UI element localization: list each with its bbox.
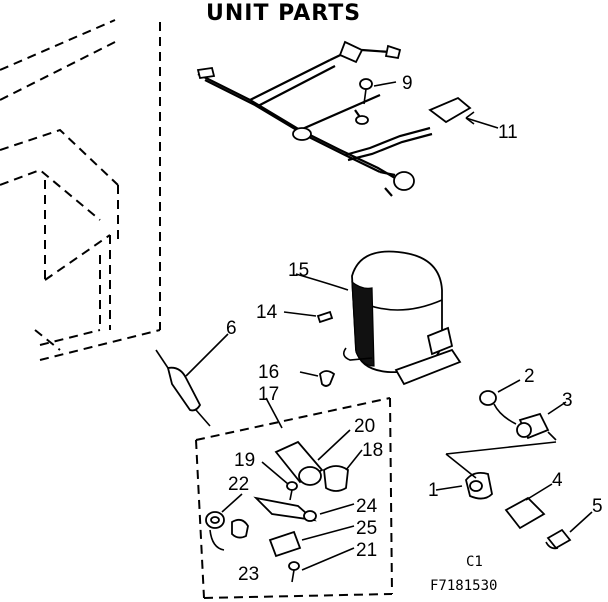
- label-9: 9: [402, 73, 413, 94]
- label-22: 22: [228, 474, 249, 495]
- label-1: 1: [428, 480, 439, 501]
- relay-part-20: [274, 429, 351, 486]
- kit-box-17: [195, 397, 393, 599]
- drawing-number: F7181530: [430, 578, 497, 594]
- label-16: 16: [258, 362, 279, 383]
- part-6-drier: [155, 333, 229, 427]
- label-20: 20: [354, 416, 375, 437]
- label-23: 23: [238, 564, 259, 585]
- label-6: 6: [226, 318, 237, 339]
- label-18: 18: [362, 440, 383, 461]
- wiring-harness: [196, 40, 472, 197]
- label-4: 4: [552, 470, 563, 491]
- part-16-grommet: [299, 370, 336, 387]
- leader-11: [465, 117, 499, 129]
- label-2: 2: [524, 366, 535, 387]
- arrow-11-icon: [465, 111, 475, 125]
- label-3: 3: [562, 390, 573, 411]
- part-23-terminal: [209, 518, 249, 551]
- label-21: 21: [356, 540, 377, 561]
- label-5: 5: [592, 496, 603, 517]
- label-19: 19: [234, 450, 255, 471]
- part-18-cover: [323, 449, 363, 492]
- compressor-part-15: [295, 250, 462, 386]
- part-2-cap: [479, 379, 521, 406]
- part-24-bracket: [253, 496, 355, 522]
- part-3-connector: [493, 401, 567, 441]
- part-1-overload: [435, 441, 557, 500]
- label-15: 15: [288, 260, 309, 281]
- label-24: 24: [356, 496, 378, 517]
- part-4-cover: [504, 483, 553, 530]
- label-25: 25: [356, 518, 377, 539]
- part-22-washer: [205, 493, 243, 529]
- part-25-insulator: [268, 525, 355, 558]
- label-17: 17: [258, 384, 279, 405]
- part-5-clip: [545, 511, 593, 550]
- part-21-screw: [288, 547, 355, 583]
- cabinet-outline: [0, 19, 161, 361]
- part-19-screw: [261, 461, 298, 501]
- diagram-title: UNIT PARTS: [206, 1, 361, 26]
- figure-code: C1: [466, 554, 483, 570]
- screw-part-9: [359, 78, 397, 105]
- label-14: 14: [256, 302, 278, 323]
- label-11: 11: [498, 122, 518, 143]
- part-14-clip: [283, 310, 334, 324]
